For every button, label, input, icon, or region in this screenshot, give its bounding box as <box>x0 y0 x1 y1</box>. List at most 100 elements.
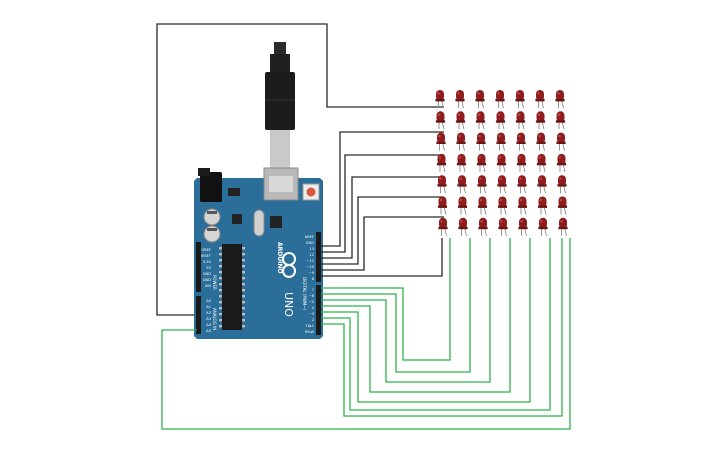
dc-power-jack <box>200 172 222 202</box>
led-r7-c5[interactable] <box>518 217 528 236</box>
analog-pin-label-2: A2 <box>206 311 211 315</box>
led-r2-c6[interactable] <box>535 111 546 130</box>
led-r7-c3[interactable] <box>478 217 488 236</box>
wire-col-2[interactable] <box>321 238 471 373</box>
led-r2-c5[interactable] <box>515 111 526 130</box>
led-r3-c6[interactable] <box>536 132 546 151</box>
analog-header-label: ANALOG IN <box>212 308 217 330</box>
led-r2-c7[interactable] <box>555 111 566 130</box>
led-r6-c2[interactable] <box>457 196 468 215</box>
led-r5-c5[interactable] <box>517 175 527 194</box>
led-r4-c7[interactable] <box>556 153 567 173</box>
usb-plug-body <box>265 72 295 130</box>
led-r5-c1[interactable] <box>437 175 447 194</box>
wire-row-4[interactable] <box>321 176 444 259</box>
power-pin-label-1: RESET <box>199 254 211 258</box>
board-model-label: UNO <box>282 292 295 317</box>
wire-col-6[interactable] <box>321 238 551 411</box>
arduino-uno-board[interactable]: ARDUINO UNO DIGITAL (PWM~) POWER ANALOG … <box>194 167 323 339</box>
led-r5-c3[interactable] <box>477 175 487 194</box>
led-r7-c7[interactable] <box>558 217 568 236</box>
led-r1-c6[interactable] <box>535 90 545 109</box>
led-r1-c1[interactable] <box>435 90 445 109</box>
usb-cable[interactable] <box>265 42 295 170</box>
analog-pin-label-0: A0 <box>206 299 211 303</box>
led-r5-c2[interactable] <box>457 175 467 194</box>
analog-pin-label-1: A1 <box>206 305 211 309</box>
led-r1-c7[interactable] <box>555 90 565 109</box>
wire-row-7[interactable] <box>321 238 443 277</box>
led-r7-c2[interactable] <box>458 217 468 236</box>
usb-cable-boot <box>270 54 290 72</box>
arduino-logo <box>282 252 296 278</box>
led-r4-c4[interactable] <box>496 153 507 173</box>
bottom-pin-label-4: ~3 <box>309 312 314 316</box>
led-r3-c1[interactable] <box>436 132 446 151</box>
wire-col-7[interactable] <box>321 238 563 417</box>
wire-top-loop[interactable] <box>156 23 444 316</box>
usb-cable-strain-relief <box>274 42 286 54</box>
led-r1-c5[interactable] <box>515 90 525 109</box>
digital-header-bottom <box>316 285 321 335</box>
led-r1-c2[interactable] <box>455 90 465 109</box>
wire-col-4[interactable] <box>321 238 511 393</box>
power-pin-label-2: 3.3V <box>203 260 212 264</box>
wire-row-5[interactable] <box>321 196 444 265</box>
led-r6-c6[interactable] <box>537 196 548 215</box>
led-r4-c3[interactable] <box>476 153 487 173</box>
led-r6-c4[interactable] <box>497 196 508 215</box>
top-pin-label-0: AREF <box>305 235 314 239</box>
board-brand-label: ARDUINO <box>276 242 283 273</box>
wire-row-6[interactable] <box>321 216 444 271</box>
led-r1-c3[interactable] <box>475 90 485 109</box>
power-pin-label-4: GND <box>203 272 211 276</box>
led-r6-c7[interactable] <box>557 196 568 215</box>
led-r5-c6[interactable] <box>537 175 547 194</box>
led-r7-c4[interactable] <box>498 217 508 236</box>
analog-pin-label-5: A5 <box>206 329 211 333</box>
led-r5-c7[interactable] <box>557 175 567 194</box>
top-pin-label-4: ~11 <box>306 259 314 263</box>
bottom-pin-label-6: TX▸1 <box>304 324 314 328</box>
led-r2-c1[interactable] <box>435 111 446 130</box>
led-r3-c5[interactable] <box>516 132 526 151</box>
analog-pin-label-3: A3 <box>206 317 211 321</box>
led-r4-c5[interactable] <box>516 153 527 173</box>
led-r2-c3[interactable] <box>475 111 486 130</box>
analog-pin-label-4: A4 <box>206 323 211 327</box>
led-r3-c4[interactable] <box>496 132 506 151</box>
led-r6-c3[interactable] <box>477 196 488 215</box>
led-r3-c7[interactable] <box>556 132 566 151</box>
wire-col-5[interactable] <box>321 238 531 403</box>
led-r6-c1[interactable] <box>437 196 448 215</box>
wire-col-3[interactable] <box>321 238 491 383</box>
bottom-pin-label-5: 2 <box>312 318 314 322</box>
digital-header-top <box>316 232 321 282</box>
led-r1-c4[interactable] <box>495 90 505 109</box>
led-r4-c2[interactable] <box>456 153 467 173</box>
bottom-pin-label-3: 4 <box>312 306 315 310</box>
led-r6-c5[interactable] <box>517 196 528 215</box>
power-pin-label-0: IOREF <box>200 248 211 252</box>
analog-header <box>196 296 201 334</box>
wire-col-extra[interactable] <box>161 238 571 430</box>
wire-col-1[interactable] <box>321 238 451 361</box>
led-r2-c2[interactable] <box>455 111 466 130</box>
led-matrix[interactable] <box>435 90 568 236</box>
led-r3-c2[interactable] <box>456 132 466 151</box>
led-r7-c6[interactable] <box>538 217 548 236</box>
usb-plug-connector <box>270 130 290 170</box>
wire-row-3[interactable] <box>321 154 444 253</box>
wire-row-2[interactable] <box>321 131 444 247</box>
led-r3-c3[interactable] <box>476 132 486 151</box>
led-r4-c6[interactable] <box>536 153 547 173</box>
led-r5-c4[interactable] <box>497 175 507 194</box>
top-pin-label-2: 13 <box>309 247 314 251</box>
led-r7-c1[interactable] <box>438 217 448 236</box>
led-r2-c4[interactable] <box>495 111 506 130</box>
led-r4-c1[interactable] <box>436 153 447 173</box>
power-pin-label-3: 5V <box>206 266 211 270</box>
